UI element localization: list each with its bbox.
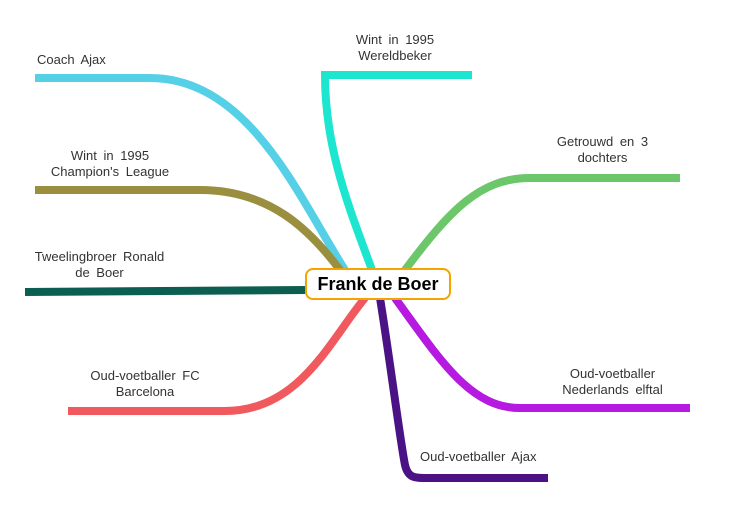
branch-line-wereldbeker bbox=[320, 71, 472, 272]
label-line: Oud-voetballer FC bbox=[90, 368, 200, 383]
branch-label-wereldbeker: Wint in 1995 Wereldbeker bbox=[330, 32, 460, 64]
branch-line-getrouwd bbox=[401, 174, 680, 273]
branch-label-nederlands-elftal: Oud-voetballer Nederlands elftal bbox=[545, 366, 680, 398]
branch-line-coach-ajax bbox=[35, 74, 349, 273]
branch-label-champions-league: Wint in 1995 Champion's League bbox=[40, 148, 180, 180]
branch-label-barcelona: Oud-voetballer FC Barcelona bbox=[70, 368, 220, 400]
branch-label-tweelingbroer: Tweelingbroer Ronald de Boer bbox=[22, 249, 177, 281]
branch-line-tweelingbroer bbox=[24, 286, 306, 296]
branch-line-barcelona bbox=[68, 295, 369, 415]
label-line: Oud-voetballer bbox=[569, 366, 656, 381]
branch-label-ajax: Oud-voetballer Ajax bbox=[420, 449, 537, 464]
label-line: Wint in 1995 bbox=[70, 148, 150, 163]
label-line: Getrouwd en 3 bbox=[556, 134, 649, 149]
label-line: Wint in 1995 bbox=[355, 32, 435, 47]
label-line: Tweelingbroer Ronald bbox=[34, 249, 165, 264]
label-line: de Boer bbox=[75, 265, 124, 280]
branch-line-nederlands-elftal bbox=[391, 295, 690, 412]
branch-label-coach-ajax: Coach Ajax bbox=[37, 52, 106, 67]
label-line: Nederlands elftal bbox=[562, 382, 663, 397]
label-line: dochters bbox=[577, 150, 628, 165]
branch-line-ajax bbox=[376, 297, 548, 482]
branch-line-champions-league bbox=[35, 186, 344, 273]
label-line: Wereldbeker bbox=[358, 48, 432, 63]
branch-label-getrouwd: Getrouwd en 3 dochters bbox=[535, 134, 670, 166]
label-line: Barcelona bbox=[115, 384, 175, 399]
label-line: Champion's League bbox=[50, 164, 170, 179]
central-topic[interactable]: Frank de Boer bbox=[305, 268, 451, 300]
